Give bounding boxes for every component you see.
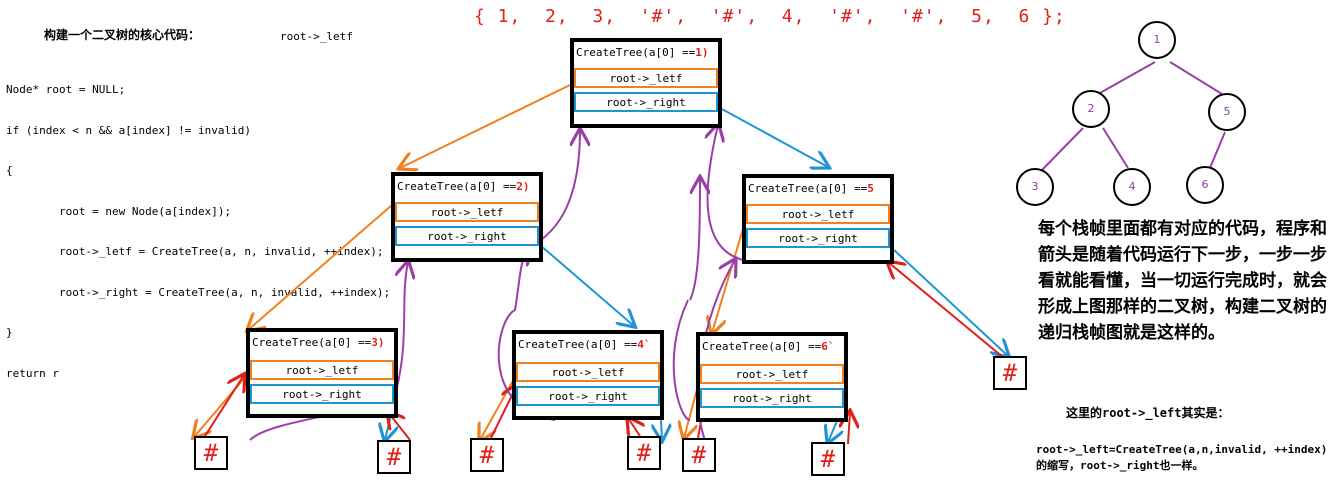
null-hash-box: # <box>811 442 845 476</box>
null-hash-box: # <box>993 356 1027 390</box>
code-line: Node* root = NULL; <box>6 83 126 96</box>
frame-right-call: root->_right <box>574 92 718 112</box>
null-hash-box: # <box>377 440 411 474</box>
code-line: root->_right = CreateTree(a, n, invalid,… <box>6 285 391 299</box>
code-hint: root->_letf <box>280 30 353 43</box>
frame-header: CreateTree(a[0] ==5 <box>748 182 874 195</box>
input-array: { 1, 2, 3, '#', '#', 4, '#', '#', 5, 6 }… <box>474 6 1066 27</box>
null-hash-box: # <box>682 438 716 472</box>
stack-frame-4: CreateTree(a[0] ==4` root->_letf root->_… <box>512 330 664 420</box>
frame-right-call: root->_right <box>395 226 539 246</box>
frame-left-call: root->_letf <box>250 360 394 380</box>
tree-node: 6 <box>1186 166 1224 204</box>
stack-frame-1: CreateTree(a[0] ==1) root->_letf root->_… <box>570 38 722 128</box>
stack-frame-6: CreateTree(a[0] ==6` root->_letf root->_… <box>696 332 848 422</box>
note2-text: root->_left=CreateTree(a,n,invalid, ++in… <box>1036 443 1328 472</box>
null-hash-box: # <box>470 438 504 472</box>
frame-left-call: root->_letf <box>395 202 539 222</box>
code-line: return r <box>6 366 59 380</box>
code-line: { <box>6 164 13 177</box>
code-line: root->_letf = CreateTree(a, n, invalid, … <box>6 245 384 258</box>
null-hash-box: # <box>194 436 228 470</box>
frame-left-call: root->_letf <box>700 364 844 384</box>
frame-header: CreateTree(a[0] ==1) <box>576 46 709 59</box>
code-line: } <box>6 326 13 339</box>
stack-frame-2: CreateTree(a[0] ==2) root->_letf root->_… <box>391 172 543 262</box>
tree-node: 2 <box>1072 90 1110 128</box>
frame-header: CreateTree(a[0] ==4` <box>518 338 651 351</box>
frame-header: CreateTree(a[0] ==6` <box>702 340 835 353</box>
frame-right-call: root->_right <box>516 386 660 406</box>
note2-title: 这里的root->_left其实是： <box>1066 406 1230 420</box>
code-line: if (index < n && a[index] != invalid) <box>6 123 252 137</box>
frame-left-call: root->_letf <box>574 68 718 88</box>
tree-node: 3 <box>1016 168 1054 206</box>
code-line: root = new Node(a[index]); <box>6 204 232 218</box>
frame-left-call: root->_letf <box>516 362 660 382</box>
stack-frame-3: CreateTree(a[0] ==3) root->_letf root->_… <box>246 328 398 418</box>
frame-right-call: root->_right <box>700 388 844 408</box>
frame-right-call: root->_right <box>250 384 394 404</box>
code-title: 构建一个二叉树的核心代码： <box>44 28 201 42</box>
frame-left-call: root->_letf <box>746 204 890 224</box>
frame-header: CreateTree(a[0] ==2) <box>397 180 530 193</box>
frame-header: CreateTree(a[0] ==3) <box>252 336 385 349</box>
code-block: Node* root = NULL; if (index < n && a[in… <box>6 56 390 394</box>
stack-frame-5: CreateTree(a[0] ==5 root->_letf root->_r… <box>742 174 894 264</box>
tree-node: 4 <box>1113 168 1151 206</box>
tree-node: 1 <box>1138 21 1176 59</box>
explanation-note: 每个栈帧里面都有对应的代码，程序和箭头是随着代码运行下一步，一步一步看就能看懂，… <box>1038 219 1327 343</box>
null-hash-box: # <box>627 436 661 470</box>
frame-right-call: root->_right <box>746 228 890 248</box>
tree-node: 5 <box>1208 93 1246 131</box>
